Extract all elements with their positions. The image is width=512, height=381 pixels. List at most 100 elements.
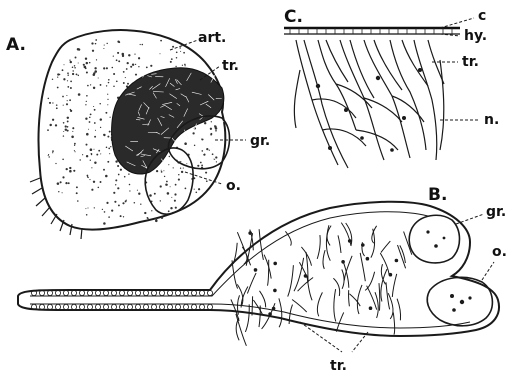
stipple-dot: [91, 154, 92, 155]
stipple-dot: [67, 117, 69, 119]
stipple-dot: [201, 150, 203, 152]
stipple-dot: [212, 153, 214, 155]
stipple-dot: [70, 87, 72, 89]
stipple-dot: [107, 99, 108, 100]
stipple-dot: [175, 207, 177, 209]
tuft-hair: [184, 157, 187, 162]
stipple-dot: [70, 61, 72, 63]
tuft-hair: [191, 136, 195, 137]
panel-b-label: B.: [428, 185, 447, 205]
stipple-dot: [94, 122, 96, 124]
stipple-dot: [89, 62, 91, 64]
panel-c-callout-c: c: [478, 8, 486, 24]
tuft-hair: [184, 130, 188, 139]
panel-a-label: A.: [6, 35, 26, 55]
stipple-dot: [67, 100, 68, 101]
stipple-dot: [98, 150, 100, 152]
stipple-dot: [107, 94, 108, 95]
stipple-dot: [66, 95, 67, 96]
tuft-hair: [211, 152, 219, 159]
stipple-dot: [87, 85, 89, 87]
stipple-dot: [156, 170, 158, 172]
tuft-hair: [196, 159, 201, 161]
stipple-dot: [52, 79, 53, 80]
tuft-hair: [210, 147, 213, 150]
panel-a-spines: [30, 178, 82, 239]
stipple-dot: [57, 76, 58, 77]
stipple-dot: [127, 83, 129, 85]
stipple-dot: [100, 153, 101, 154]
tuft-hair: [218, 141, 220, 145]
stipple-dot: [175, 66, 176, 67]
stipple-dot: [76, 73, 78, 75]
stipple-dot: [178, 179, 180, 181]
panel-b-callout-o: o.: [492, 244, 507, 260]
stipple-dot: [113, 85, 115, 87]
stipple-dot: [110, 146, 111, 147]
stipple-dot: [161, 171, 163, 173]
panel-c-label: C.: [284, 7, 303, 27]
stipple-dot: [205, 172, 207, 174]
border-bead: [111, 290, 116, 295]
stipple-dot: [192, 132, 194, 134]
stipple-dot: [166, 181, 168, 183]
stipple-dot: [95, 43, 97, 45]
panel-a: A. art. tr. gr.: [6, 30, 270, 239]
border-bead: [191, 290, 196, 295]
network-nucleus: [254, 268, 258, 272]
stipple-dot: [160, 40, 162, 42]
border-bead: [183, 290, 188, 295]
stipple-dot: [113, 73, 115, 75]
stipple-dot: [214, 125, 217, 128]
stipple-dot: [175, 184, 177, 186]
network-strand: [357, 285, 362, 314]
stipple-dot: [197, 165, 199, 167]
border-bead: [175, 290, 180, 295]
stipple-dot: [91, 189, 93, 191]
stipple-dot: [126, 200, 127, 201]
network-nucleus: [341, 260, 345, 264]
border-bead: [47, 290, 52, 295]
network-strand: [288, 265, 294, 296]
network-strand: [333, 278, 339, 296]
stipple-dot: [209, 150, 210, 151]
tuft-hair: [197, 154, 204, 157]
stipple-dot: [73, 170, 75, 172]
stipple-dot: [106, 147, 108, 149]
border-bead: [151, 304, 156, 309]
stipple-dot: [56, 104, 58, 106]
stipple-dot: [110, 117, 111, 118]
stipple-dot: [142, 44, 144, 46]
stipple-dot: [149, 194, 152, 197]
stipple-dot: [86, 62, 88, 64]
network-strand: [360, 253, 365, 281]
stipple-dot: [147, 217, 149, 219]
stipple-dot: [90, 160, 91, 161]
stipple-dot: [165, 184, 167, 186]
stipple-dot: [69, 170, 72, 173]
network-strand: [236, 314, 247, 346]
stipple-dot: [94, 109, 96, 111]
stipple-dot: [106, 202, 108, 204]
stipple-dot: [184, 64, 186, 66]
stipple-dot: [86, 71, 88, 73]
border-bead: [87, 290, 92, 295]
stipple-dot: [104, 211, 106, 213]
stipple-dot: [57, 182, 60, 185]
stipple-dot: [120, 169, 122, 171]
stipple-dot: [124, 176, 126, 178]
stipple-dot: [52, 102, 53, 103]
stipple-dot: [198, 188, 200, 190]
stipple-dot: [138, 66, 139, 67]
stipple-dot: [67, 72, 69, 74]
stipple-dot: [107, 161, 109, 163]
stipple-dot: [104, 45, 105, 46]
network-strand: [292, 300, 307, 313]
panel-a-callout-tr: tr.: [222, 58, 239, 74]
stipple-dot: [91, 167, 92, 168]
stipple-dot: [117, 165, 119, 167]
stipple-dot: [108, 79, 110, 81]
stipple-dot: [183, 168, 184, 169]
panel-c-callout-n: n.: [484, 112, 499, 128]
border-bead: [191, 304, 196, 309]
